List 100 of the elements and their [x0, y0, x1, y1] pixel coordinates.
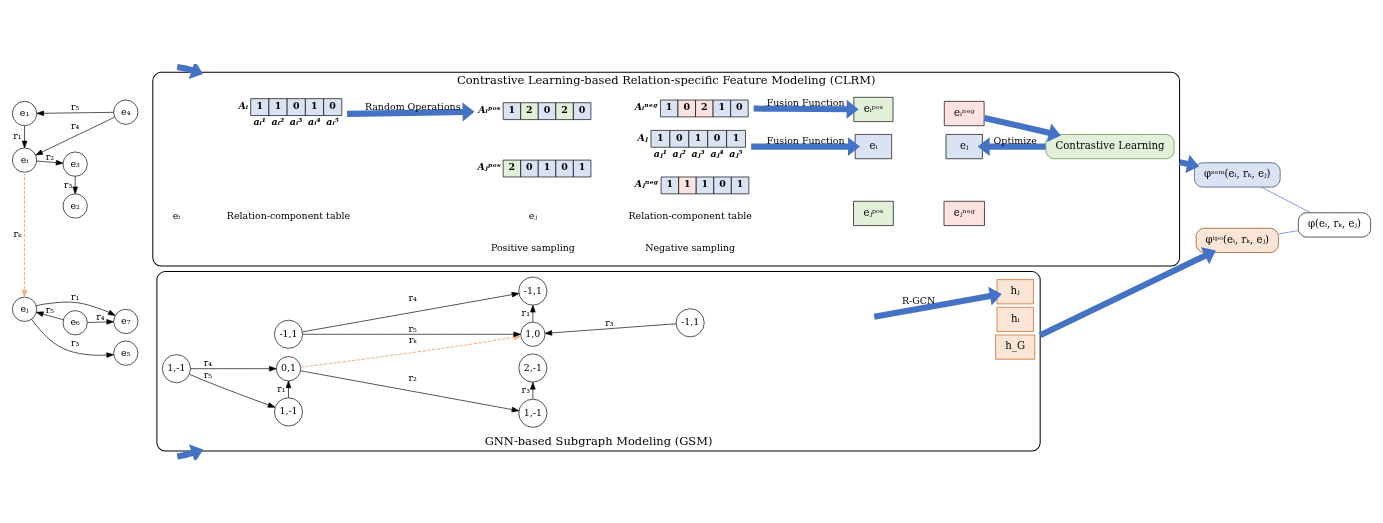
- edge-label: r₃: [71, 336, 80, 348]
- arrow: [873, 286, 1002, 320]
- label: Relation-component table: [628, 209, 752, 221]
- node-box: hⱼ: [996, 278, 1034, 304]
- node-circle: e₂: [62, 193, 88, 218]
- edge-label: r₁: [13, 129, 22, 141]
- label: Relation-component table: [226, 209, 351, 221]
- arrow: [189, 373, 276, 408]
- arrow: [285, 380, 292, 398]
- node-label: Aᵢⁿᵉᵍ: [634, 100, 658, 112]
- edge-label: Fusion Function: [766, 134, 845, 146]
- node-circle: e₆: [62, 309, 88, 335]
- node-circle: eᵢ: [12, 147, 38, 173]
- label: Positive sampling: [490, 241, 575, 253]
- node-box: eᵢⁿᵉᵍ: [943, 100, 985, 126]
- node-box: eᵢ: [854, 133, 892, 159]
- arrow: [176, 63, 204, 79]
- arrow: [977, 136, 1046, 156]
- arrow: [31, 318, 114, 358]
- node-circle: 2,-1: [518, 353, 548, 382]
- edge-label: r₅: [71, 100, 80, 112]
- arrow: [87, 318, 114, 325]
- edge-label: r₃: [63, 178, 73, 190]
- node-label: aᵢ⁴: [308, 115, 321, 127]
- edge-label: r₃: [605, 316, 614, 328]
- node-box: eᵢᵖᵒˢ: [853, 96, 894, 122]
- edge-label: Random Operations: [364, 100, 461, 112]
- edge-label: R-GCN: [902, 294, 936, 306]
- arrow: [21, 125, 28, 148]
- node-label: aᵢ¹: [253, 115, 266, 127]
- arrow: [753, 99, 859, 119]
- arrow: [36, 159, 64, 165]
- node-circle: e₇: [113, 308, 139, 334]
- node-circle: -1,1: [518, 276, 548, 305]
- arrow: [190, 365, 277, 371]
- connector: [1261, 186, 1311, 213]
- node-label: aⱼ⁴: [710, 147, 724, 159]
- arrow: [36, 110, 114, 116]
- label: Negative sampling: [645, 241, 736, 253]
- edge-label: r₃: [521, 383, 530, 395]
- edge-label: r₁: [277, 382, 286, 394]
- node-label: Aᵢ: [238, 99, 249, 111]
- node-box: φˢᵉᵐ(eᵢ, rₖ, eⱼ): [1194, 161, 1281, 187]
- node-circle: e₁: [12, 100, 38, 126]
- edge-label: r₂: [45, 150, 55, 162]
- node-label: aⱼ¹: [653, 147, 667, 159]
- arrow: [176, 443, 204, 460]
- node-box: Contrastive Learning: [1045, 133, 1175, 159]
- node-circle: 1,-1: [162, 353, 191, 383]
- node-label: Aⱼ: [637, 131, 648, 143]
- node-box: eⱼⁿᵉᵍ: [943, 200, 985, 226]
- edge-label: r₄: [203, 356, 212, 368]
- node-label: Aⱼᵖᵒˢ: [477, 160, 501, 172]
- edge-label: rₖ: [408, 333, 417, 345]
- edge-label: r₁: [521, 306, 530, 318]
- node-circle: 1,-1: [518, 398, 548, 428]
- label: eⱼ: [528, 209, 537, 221]
- arrow: [544, 322, 677, 336]
- edge-label: r₂: [408, 371, 417, 383]
- edge-label: r₅: [203, 368, 212, 380]
- node-box: φᵗᵖᵒ(eᵢ, rₖ, eⱼ): [1195, 227, 1279, 253]
- node-circle: 1,-1: [274, 396, 303, 426]
- node-label: aⱼ⁵: [729, 147, 743, 159]
- node-label: Aᵢᵖᵒˢ: [478, 103, 501, 115]
- edge-label: r₄: [96, 310, 105, 322]
- node-label: Aⱼⁿᵉᵍ: [634, 177, 659, 189]
- arrow: [347, 102, 475, 121]
- arrow: [530, 381, 536, 399]
- node-label: aᵢ³: [289, 115, 303, 127]
- node-circle: eⱼ: [12, 296, 38, 322]
- edge-label: Optimize: [993, 134, 1037, 146]
- edge-label: rₖ: [13, 227, 22, 239]
- arrow: [1038, 246, 1216, 338]
- node-box: h_G: [995, 334, 1036, 360]
- node-box: eⱼᵖᵒˢ: [853, 200, 894, 226]
- arrow: [35, 116, 115, 155]
- node-box: hᵢ: [996, 306, 1034, 332]
- edge-label: r₅: [45, 303, 55, 315]
- arrow: [302, 291, 520, 332]
- arrow: [35, 301, 116, 316]
- arrow: [530, 304, 536, 322]
- node-label: aⱼ²: [672, 147, 686, 159]
- arrow: [302, 331, 521, 337]
- arrow: [300, 369, 520, 412]
- edge-label: r₁: [71, 290, 80, 302]
- label: eᵢ: [172, 209, 181, 221]
- arrow: [36, 311, 64, 320]
- arrow: [72, 175, 78, 194]
- arrow: [751, 136, 860, 156]
- edge-label: Fusion Function: [766, 96, 845, 108]
- node-circle: -1,1: [274, 319, 303, 349]
- node-circle: 1,0: [520, 321, 546, 347]
- node-circle: -1,1: [675, 307, 705, 337]
- connector: [1278, 229, 1299, 234]
- edge-label: r₄: [408, 291, 417, 303]
- node-circle: e₃: [62, 151, 88, 177]
- node-label: aᵢ²: [271, 115, 285, 127]
- node-label: aⱼ³: [691, 147, 705, 159]
- node-circle: e₅: [113, 340, 139, 366]
- node-box: eⱼ: [945, 133, 983, 159]
